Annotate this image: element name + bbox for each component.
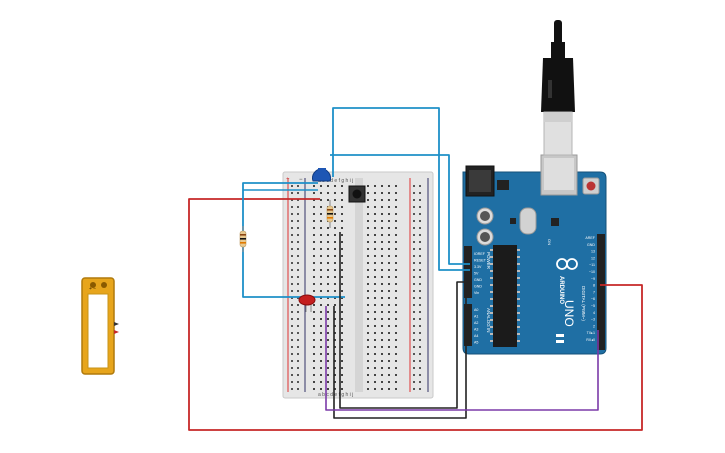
digital-pin-label: GND bbox=[587, 243, 595, 247]
power-pin-label: GND bbox=[474, 278, 482, 282]
power-pin-label: 3.3V bbox=[474, 265, 482, 269]
brand-label: ARDUINO bbox=[558, 276, 564, 304]
resistor-free[interactable] bbox=[239, 226, 247, 252]
column-letters-bottom: a b c d e f g h i j bbox=[318, 392, 353, 398]
power-pin-labels: IOREF RESET 3.3V 5V GND GND Vin bbox=[474, 252, 487, 295]
pushbutton[interactable] bbox=[348, 185, 366, 203]
digital-pin-label: TX▸1 bbox=[587, 331, 595, 335]
digital-pin-label: AREF bbox=[585, 236, 595, 240]
analog-pin-label: A3 bbox=[474, 328, 478, 332]
analog-header-label: ANALOG IN bbox=[486, 308, 491, 333]
power-header-label: POWER bbox=[486, 252, 491, 270]
digital-pin-label: 7 bbox=[593, 290, 595, 294]
rail-plus-label: + bbox=[286, 177, 290, 183]
reset-button[interactable] bbox=[586, 181, 596, 191]
digital-pin-label: 4 bbox=[593, 311, 595, 315]
digital-pin-label: ~5 bbox=[591, 304, 595, 308]
digital-pin-label: RX◂0 bbox=[586, 338, 595, 342]
digital-pin-label: ~10 bbox=[589, 270, 595, 274]
power-pin-label: IOREF bbox=[474, 252, 486, 256]
digital-header-label: DIGITAL (PWM~) bbox=[581, 286, 586, 321]
power-pin-label: GND bbox=[474, 285, 482, 289]
power-pin-label: 5V bbox=[474, 272, 479, 276]
digital-pin-label: ~3 bbox=[591, 318, 595, 322]
digital-pin-label: 12 bbox=[591, 256, 595, 260]
on-label: ON bbox=[547, 239, 552, 245]
rail-minus-label: − bbox=[299, 177, 303, 183]
wire-blue-2[interactable] bbox=[330, 154, 470, 265]
wire-blue-top[interactable] bbox=[332, 107, 470, 271]
wire-red[interactable] bbox=[188, 198, 643, 431]
potentiometer[interactable] bbox=[312, 168, 331, 182]
digital-pin-label: ~6 bbox=[591, 297, 595, 301]
breadboard-holes[interactable] bbox=[291, 185, 421, 390]
arduino-logo: ARDUINO UNO bbox=[556, 258, 578, 327]
analog-pin-label: A5 bbox=[474, 341, 478, 345]
digital-pin-label: 13 bbox=[591, 250, 595, 254]
wire-black-2[interactable] bbox=[333, 287, 470, 419]
wire-black-1[interactable] bbox=[339, 232, 470, 409]
led[interactable] bbox=[298, 294, 316, 312]
digital-pin-label: ~9 bbox=[591, 277, 595, 281]
digital-pin-label: ~11 bbox=[589, 263, 595, 267]
analog-pin-label: A2 bbox=[474, 321, 478, 325]
digital-pin-labels: AREF GND 13 12 ~11 ~10 ~9 8 7 ~6 ~5 4 ~3 2TX▸1RX◂0 bbox=[585, 236, 595, 342]
analog-pin-label: A0 bbox=[474, 308, 478, 312]
column-letters-top: a b c d e f g h i j bbox=[318, 178, 353, 184]
model-label: UNO bbox=[562, 300, 576, 327]
digital-pin-label: 8 bbox=[593, 284, 595, 288]
power-pin-label: Vin bbox=[474, 291, 479, 295]
breadboard[interactable]: + − a b c d e f g h i j a b c d e f g h … bbox=[282, 171, 434, 399]
arduino-uno[interactable]: ARDUINO UNO ON DIGITAL (PWM~) POWER ANAL… bbox=[462, 154, 607, 355]
analog-pin-label: A4 bbox=[474, 334, 478, 338]
digital-pin-label: 2 bbox=[593, 324, 595, 328]
analog-pin-label: A1 bbox=[474, 315, 478, 319]
battery[interactable]: + − bbox=[81, 277, 119, 375]
usb-cable[interactable] bbox=[541, 20, 575, 156]
resistor-breadboard[interactable] bbox=[326, 200, 334, 228]
power-pin-label: RESET bbox=[474, 259, 487, 263]
battery-terminal-labels: + − bbox=[89, 286, 96, 292]
wire-purple[interactable] bbox=[325, 306, 599, 411]
